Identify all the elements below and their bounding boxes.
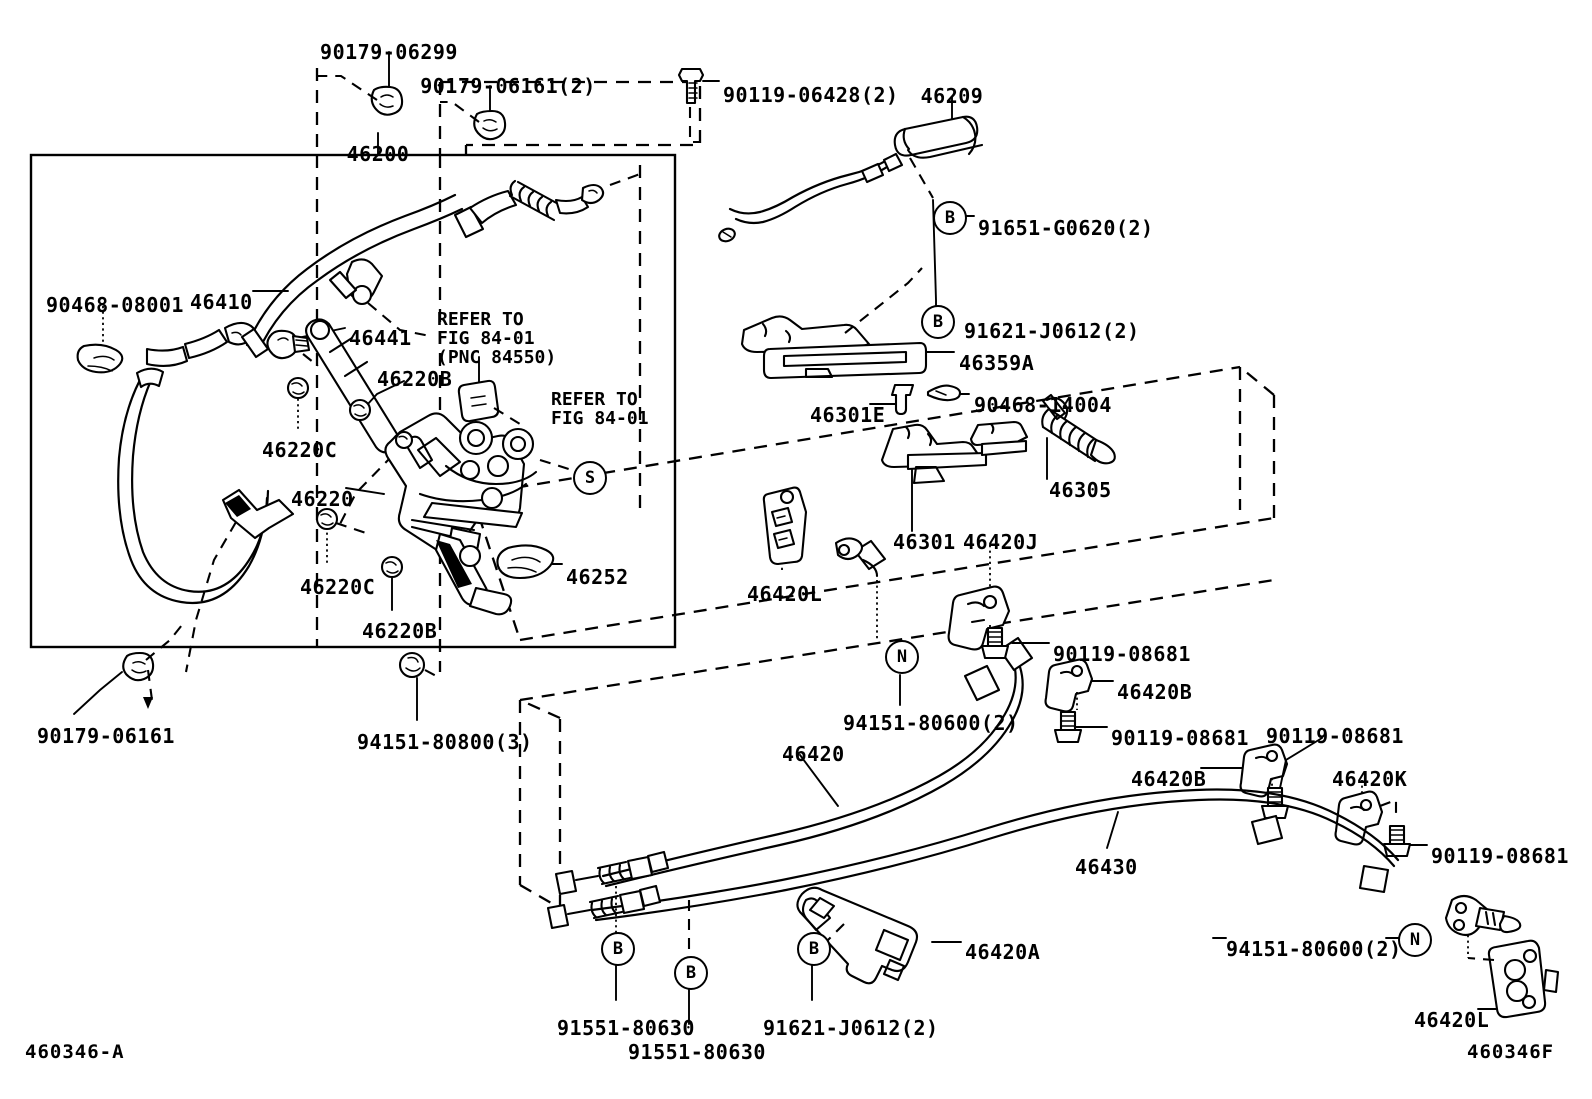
- part-label-l_90119_08681_d: 90119-08681: [1431, 844, 1569, 868]
- figure-code-right: 460346F: [1467, 1041, 1555, 1063]
- part-label-l_90468_14004: 90468-14004: [974, 393, 1112, 417]
- part-label-l_46220B_top: 46220B: [377, 367, 453, 391]
- part-90179-06299: [317, 51, 404, 116]
- part-label-l_46209: 46209: [920, 84, 984, 108]
- part-label-l_90179_06161_2: 90179-06161(2): [420, 74, 596, 98]
- bolt-90119-08681-b: [1053, 710, 1108, 744]
- group-bracket-46200: [315, 68, 702, 672]
- part-46420B-b: [1200, 743, 1289, 798]
- part-label-l_90468_08001: 90468-08001: [46, 293, 184, 317]
- callout-marker-m_n_94151_right: N: [1398, 923, 1432, 957]
- part-label-l_46441: 46441: [349, 326, 412, 350]
- part-label-l_46430: 46430: [1075, 855, 1138, 879]
- part-46252-pad: [496, 544, 563, 580]
- part-label-l_46420L_right: 46420L: [1414, 1008, 1490, 1032]
- part-lever-cap-84550: [457, 356, 521, 425]
- cable-lower-loop: [117, 321, 295, 673]
- part-label-l_91551_80630_b: 91551-80630: [628, 1040, 766, 1064]
- label-line: REFER TO: [437, 309, 524, 330]
- lever-assembly-frame: [29, 153, 677, 649]
- part-label-l_46420: 46420: [782, 742, 845, 766]
- part-label-l_46420J: 46420J: [963, 530, 1039, 554]
- part-label-l_91621_J0612_2_bot: 91621-J0612(2): [763, 1016, 939, 1040]
- part-label-l_46420L_mid: 46420L: [747, 582, 823, 606]
- part-label-l_90179_06161: 90179-06161: [37, 724, 175, 748]
- figure-code-left: 460346-A: [25, 1041, 125, 1063]
- part-label-l_46301E: 46301E: [810, 403, 886, 427]
- part-46420B-a: [1044, 658, 1114, 713]
- part-label-l_46420B_a: 46420B: [1117, 680, 1193, 704]
- part-46420K-bracket: [1334, 780, 1398, 846]
- part-46430-cable: [546, 788, 1522, 958]
- callout-marker-m_b_91621_bot: B: [797, 932, 831, 966]
- callout-marker-m_b_91621_top: B: [921, 305, 955, 339]
- part-46441-bolt: [266, 327, 346, 367]
- part-label-l_90179_06299: 90179-06299: [320, 40, 458, 64]
- bolt-90119-08681-c: [1260, 737, 1323, 820]
- part-90179-06161-bottom: [73, 619, 187, 715]
- label-line: FIG 84-01: [551, 407, 649, 429]
- part-46359A-bracket: [740, 267, 955, 380]
- part-46420L-right: [1467, 939, 1560, 1019]
- part-90468-08001-clip: [76, 306, 124, 374]
- part-94151-80800-3: [398, 651, 441, 721]
- part-lever-bracket-assembly: [384, 412, 573, 616]
- part-46420J-bracket: [947, 545, 1011, 651]
- part-90468-14004-clip: [926, 384, 970, 402]
- part-label-l_46420K: 46420K: [1332, 767, 1408, 791]
- part-label-l_46220C_upper: 46220C: [262, 438, 338, 462]
- part-label-l_46252: 46252: [566, 565, 629, 589]
- label-line: FIG 84-01: [437, 327, 535, 349]
- part-46209-release-handle: [718, 96, 984, 243]
- part-label-l_94151_80600_2_right: 94151-80600(2): [1226, 937, 1402, 961]
- callout-marker-m_b_91551_b: B: [674, 956, 708, 990]
- part-label-l_94151_80800_3: 94151-80800(3): [357, 730, 533, 754]
- callout-marker-m_b_91551_a: B: [601, 932, 635, 966]
- part-46420-cable: [554, 537, 1034, 896]
- part-90119-06428-2: [677, 67, 720, 144]
- callout-marker-m_s_lever: S: [573, 461, 607, 495]
- part-label-l_46359A: 46359A: [959, 351, 1035, 375]
- part-label-l_91551_80630_a: 91551-80630: [557, 1016, 695, 1040]
- label-line: (PNC 84550): [437, 346, 557, 368]
- callout-marker-m_b_91651: B: [933, 201, 967, 235]
- part-label-l_91621_J0612_2_top: 91621-J0612(2): [964, 319, 1140, 343]
- part-46420L-mid: [762, 486, 808, 570]
- part-label-l_46410: 46410: [190, 290, 253, 314]
- part-label-l_46220: 46220: [291, 487, 354, 511]
- part-46301E: [869, 383, 915, 416]
- part-46220B-lower: [380, 555, 404, 611]
- bolt-90119-08681-a: [980, 626, 1050, 660]
- part-46410-cable: [245, 173, 641, 354]
- part-label-l_90119_08681_c: 90119-08681: [1266, 724, 1404, 748]
- part-46220C-lower: [315, 507, 367, 566]
- part-label-l_46301: 46301: [893, 530, 956, 554]
- part-label-l_94151_80600_2_mid: 94151-80600(2): [843, 711, 1019, 735]
- part-label-l_90119_08681_a: 90119-08681: [1053, 642, 1191, 666]
- part-90179-06161-2: [440, 85, 507, 141]
- part-46220C-upper: [286, 376, 310, 430]
- part-label-l_90119_08681_b: 90119-08681: [1111, 726, 1249, 750]
- part-label-l_46305: 46305: [1049, 478, 1112, 502]
- part-label-l_46420A: 46420A: [965, 940, 1041, 964]
- part-46305-spring: [1041, 393, 1116, 480]
- part-label-l_90119_06428_2: 90119-06428(2): [723, 83, 899, 107]
- part-label-l_46220C_lower: 46220C: [300, 575, 376, 599]
- part-label-l_46420B_b: 46420B: [1131, 767, 1207, 791]
- part-46220B-upper: [348, 380, 405, 422]
- part-label-l_46220B_bottom: 46220B: [362, 619, 438, 643]
- label-line: REFER TO: [551, 389, 638, 410]
- part-label-l_91651_G0620_2: 91651-G0620(2): [978, 216, 1154, 240]
- part-label-l_46200: 46200: [346, 142, 410, 166]
- part-46301-bracket: [880, 420, 1029, 532]
- callout-marker-m_n_94151_mid: N: [885, 640, 919, 674]
